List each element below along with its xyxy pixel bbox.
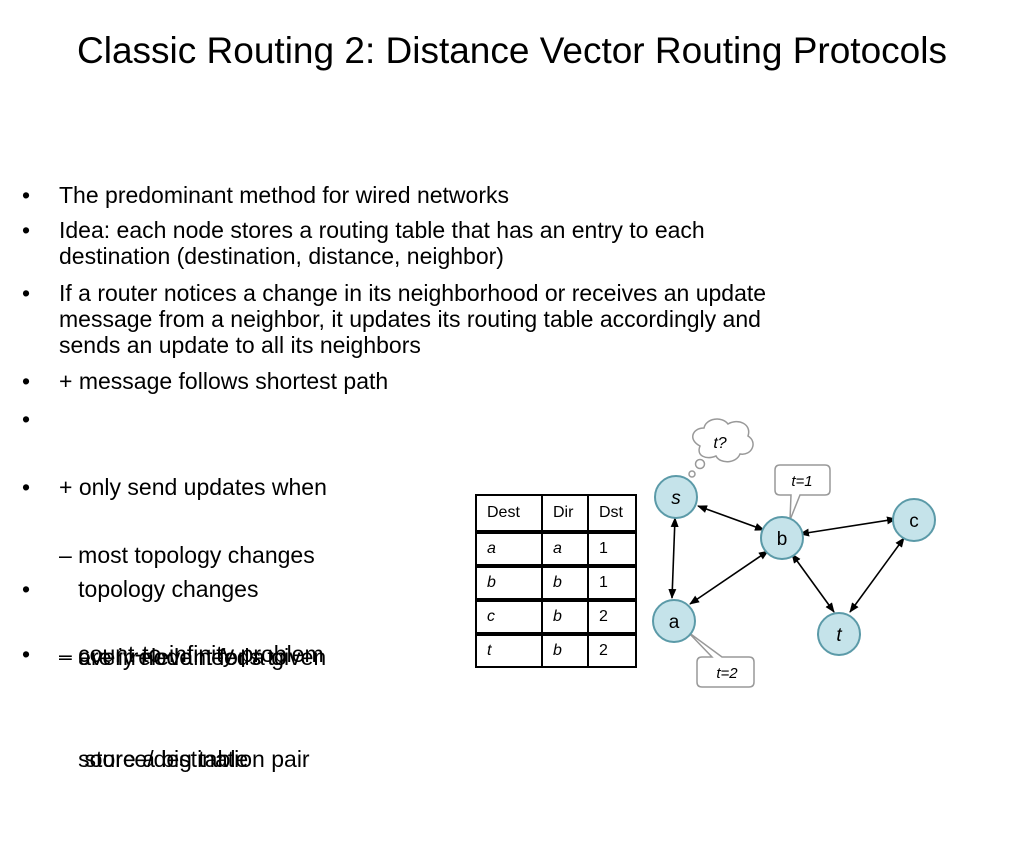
node-b-circle xyxy=(760,516,804,560)
edge-s-a xyxy=(668,517,679,599)
bullet-line: + only send updates when xyxy=(59,474,327,500)
table-cell: a xyxy=(475,530,543,567)
thought-text: t? xyxy=(713,435,726,452)
table-cell: b xyxy=(541,598,589,635)
bullet-line: + message follows shortest path xyxy=(59,368,389,394)
callout-b: t=1 xyxy=(774,464,831,521)
table-header-row: Dest Dir Dst xyxy=(475,494,637,533)
thought-bubble: t? xyxy=(688,418,754,478)
callout-a-text: t=2 xyxy=(716,665,738,682)
bullet-line: sends an update to all its neighbors xyxy=(59,332,421,358)
bullet-line: The predominant method for wired network… xyxy=(59,182,509,208)
bullet-line: message from a neighbor, it updates its … xyxy=(59,306,761,332)
thought-cloud-shape xyxy=(692,418,754,463)
bullet-line: Idea: each node stores a routing table t… xyxy=(59,217,705,243)
bullet-marker: • xyxy=(22,406,31,432)
node-c: c xyxy=(892,498,936,542)
routing-table: Dest Dir Dst a a 1 b b 1 c b 2 t b 2 xyxy=(475,494,637,668)
node-a: a xyxy=(652,599,696,643)
slide-title: Classic Routing 2: Distance Vector Routi… xyxy=(77,30,947,71)
bullet-marker: • xyxy=(22,182,31,208)
bullet-line: topology changes xyxy=(59,576,259,602)
column-header-dst: Dst xyxy=(587,494,637,533)
bullet-marker: • xyxy=(22,217,31,243)
node-t-circle xyxy=(817,612,861,656)
bullet-marker: • xyxy=(22,474,31,500)
column-header-dest: Dest xyxy=(475,494,543,533)
table-cell: t xyxy=(475,632,543,668)
edge-s-b xyxy=(697,505,765,531)
node-b-label: b xyxy=(777,529,788,550)
node-s-label: s xyxy=(671,488,681,509)
bullet-marker: • xyxy=(22,641,31,667)
bullet-marker: • xyxy=(22,576,31,602)
thought-dot xyxy=(688,470,696,478)
table-row: b b 1 xyxy=(475,564,637,601)
table-cell: b xyxy=(541,632,589,668)
network-graph: t? t=1 t=2 s b c a t xyxy=(652,418,936,688)
edge-b-a xyxy=(689,550,769,605)
callout-b-shape xyxy=(774,464,831,521)
bullet-line: – most topology changes xyxy=(59,542,315,568)
table-cell: b xyxy=(541,564,589,601)
node-b: b xyxy=(760,516,804,560)
bullet-line: If a router notices a change in its neig… xyxy=(59,280,767,306)
table-cell: 2 xyxy=(587,632,637,668)
table-cell: 1 xyxy=(587,564,637,601)
bullet-line: – count-to-infinity problem xyxy=(59,641,324,667)
table-cell: 2 xyxy=(587,598,637,635)
table-row: c b 2 xyxy=(475,598,637,635)
node-s: s xyxy=(654,475,698,519)
edge-b-t xyxy=(791,553,835,613)
node-a-circle xyxy=(652,599,696,643)
callout-a: t=2 xyxy=(687,631,755,688)
table-cell: 1 xyxy=(587,530,637,567)
bullet-marker: • xyxy=(22,368,31,394)
node-c-circle xyxy=(892,498,936,542)
node-s-circle xyxy=(654,475,698,519)
node-a-label: a xyxy=(669,612,680,633)
bullet-list: • The predominant method for wired netwo… xyxy=(22,182,767,772)
node-t-label: t xyxy=(836,625,842,646)
bullet-line: – every node needs to xyxy=(59,644,287,670)
table-cell: c xyxy=(475,598,543,635)
callout-b-text: t=1 xyxy=(791,473,812,490)
table-cell: a xyxy=(541,530,589,567)
table-row: a a 1 xyxy=(475,530,637,567)
node-t: t xyxy=(817,612,861,656)
thought-dot xyxy=(694,458,706,470)
callout-a-shape xyxy=(687,631,755,688)
bullet-line: destination (destination, distance, neig… xyxy=(59,243,504,269)
table-cell: b xyxy=(475,564,543,601)
bullet-line: are irrelevant for a given xyxy=(59,644,327,670)
column-header-dir: Dir xyxy=(541,494,589,533)
bullet-line: store a big table xyxy=(59,746,249,772)
bullet-marker: • xyxy=(22,280,31,306)
table-row: t b 2 xyxy=(475,632,637,668)
edge-b-c xyxy=(799,516,897,537)
edge-c-t xyxy=(849,537,905,613)
node-c-label: c xyxy=(909,511,919,532)
